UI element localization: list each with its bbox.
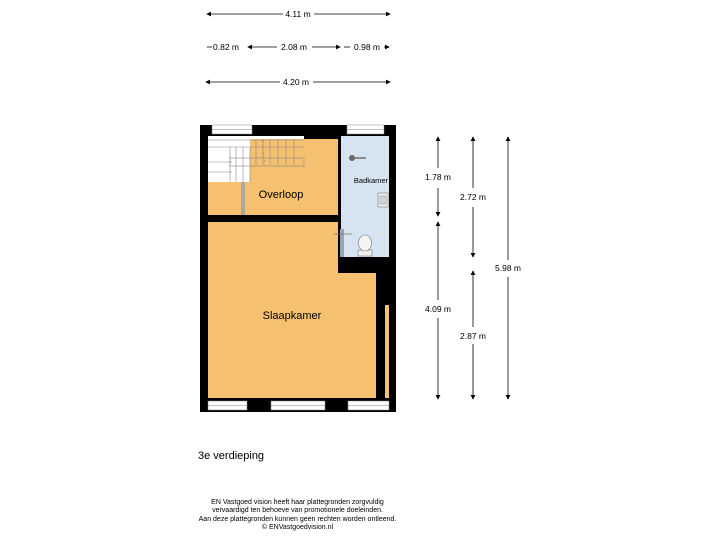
wall-badkamer (338, 136, 341, 257)
plan-body: Overloop Badkamer Slaapkamer (200, 124, 396, 412)
room-label-overloop: Overloop (259, 189, 304, 201)
slaapkamer-room-edge (385, 305, 389, 398)
room-label-badkamer: Badkamer (354, 176, 389, 185)
toilet-icon (358, 234, 372, 252)
sink-basin (379, 195, 387, 205)
disclaimer-line: vervaardigd ten behoeve van promotionele… (212, 507, 383, 515)
slaapkamer-room (208, 222, 341, 398)
disclaimer-line: EN Vastgoed vision heeft haar plattegron… (211, 499, 384, 506)
dim-top-total: 4.11 m (285, 9, 310, 19)
dim-right-b: 4.09 m (425, 304, 451, 314)
right-dimensions: 1.78 m 4.09 m 2.72 m 2.87 m 5.98 m (425, 136, 521, 400)
disclaimer-line: © ENVastgoedvision.nl (261, 523, 334, 531)
floor-label: 3e verdieping (198, 450, 265, 462)
wall-badkamer-bottom (338, 257, 389, 273)
dim-top-bottom: 4.20 m (283, 77, 309, 87)
inner-wall-top (304, 136, 338, 139)
slaapkamer-room-right (341, 273, 376, 398)
disclaimer-line: Aan deze plattegronden kunnen geen recht… (198, 515, 397, 523)
dim-top-left: 0.82 m (213, 42, 239, 52)
room-label-slaapkamer: Slaapkamer (263, 310, 322, 322)
wall-overloop-slaapkamer (208, 215, 341, 222)
dim-top-mid: 2.08 m (281, 42, 307, 52)
wall-chimney (376, 273, 389, 305)
dim-right-total: 5.98 m (495, 263, 521, 273)
shower-icon (349, 155, 355, 161)
stairs (208, 139, 305, 182)
door-overloop (241, 182, 245, 215)
dim-right-c: 2.72 m (460, 192, 486, 202)
top-dimensions: 4.11 m 0.82 m 2.08 m 0.98 m 4.20 m (205, 9, 391, 87)
dim-top-right: 0.98 m (354, 42, 380, 52)
dim-right-a: 1.78 m (425, 172, 451, 182)
door-badkamer (340, 229, 344, 257)
dim-right-d: 2.87 m (460, 331, 486, 341)
disclaimer: EN Vastgoed vision heeft haar plattegron… (160, 499, 435, 532)
